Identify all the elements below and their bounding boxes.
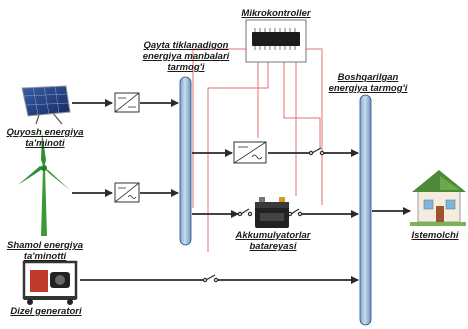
renewable-bus-line2: energiya manbalari xyxy=(142,51,230,62)
dc-dc-converter-icon xyxy=(114,92,140,113)
microcontroller-text: Mikrokontroller xyxy=(241,8,311,19)
managed-bus-label: Boshqarilgan energiya tarmog'i xyxy=(318,72,418,94)
microcontroller-chip-icon xyxy=(245,19,307,63)
diesel-generator-icon xyxy=(22,260,78,305)
switch-icon xyxy=(237,208,253,217)
diesel-text: Dizel generatori xyxy=(10,306,82,317)
switch-icon xyxy=(308,147,325,156)
renewable-bus-line3: tarmog'i xyxy=(167,62,205,73)
battery-icon xyxy=(255,197,289,228)
dc-dc-converter-icon xyxy=(114,182,140,203)
wind-label: Shamol energiya ta'minotti xyxy=(2,240,88,262)
solar-label: Quyosh energiya ta'minoti xyxy=(2,127,88,149)
microcontroller-label: Mikrokontroller xyxy=(238,8,314,19)
inverter-icon xyxy=(233,141,267,164)
managed-bus-line2: energiya tarmog'i xyxy=(328,83,408,94)
switch-icon xyxy=(202,274,219,283)
renewable-energy-bus xyxy=(179,76,192,246)
battery-line1: Akkumulyatorlar xyxy=(235,230,311,241)
managed-bus-line1: Boshqarilgan xyxy=(337,72,399,83)
diesel-label: Dizel generatori xyxy=(4,306,88,317)
power-lines xyxy=(72,99,411,284)
wind-line2: ta'minotti xyxy=(23,251,67,262)
wind-line1: Shamol energiya xyxy=(6,240,84,251)
control-wires xyxy=(192,48,323,252)
consumer-label: Istemolchi xyxy=(404,230,466,241)
solar-line2: ta'minoti xyxy=(25,138,65,149)
consumer-text: Istemolchi xyxy=(411,230,459,241)
solar-panel-icon xyxy=(21,85,71,125)
solar-line1: Quyosh energiya xyxy=(6,127,84,138)
renewable-bus-label: Qayta tiklanadigon energiya manbalari ta… xyxy=(126,40,246,73)
house-icon xyxy=(410,170,466,226)
renewable-bus-line1: Qayta tiklanadigon xyxy=(143,40,229,51)
wind-turbine-icon xyxy=(18,132,70,236)
battery-line2: batareyasi xyxy=(249,241,297,252)
battery-label: Akkumulyatorlar batareyasi xyxy=(226,230,320,252)
switch-icon xyxy=(287,208,303,217)
managed-energy-bus xyxy=(359,94,372,326)
